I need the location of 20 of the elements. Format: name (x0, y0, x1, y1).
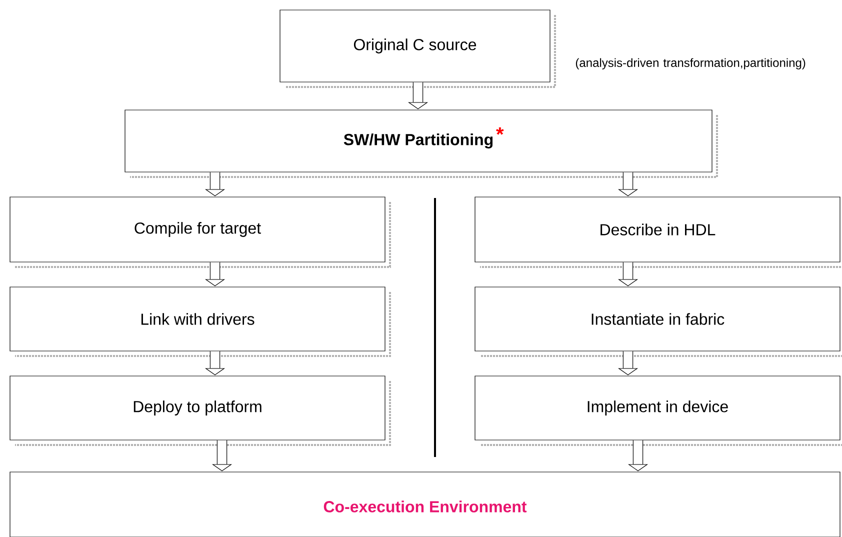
box-label: Implement in device (588, 400, 728, 416)
process-box (474, 286, 840, 352)
process-box (10, 376, 386, 440)
process-box (474, 376, 840, 440)
box-label: Original C source (354, 38, 476, 54)
box-label: Instantiate in fabric (592, 313, 724, 325)
box-label: Describe in HDL (600, 224, 716, 236)
process-box (124, 110, 712, 172)
process-box (10, 472, 840, 537)
box-label: Compile for target (134, 222, 261, 237)
process-box (280, 10, 550, 82)
box-label: Deploy to platform (134, 400, 262, 416)
process-box (10, 196, 386, 262)
process-box (474, 196, 840, 262)
box-label: SW/HW Partitioning (344, 134, 493, 148)
box-label: Link with drivers (141, 313, 254, 325)
box-label: Co-execution Environment (324, 500, 527, 512)
asterisk: * (496, 127, 504, 135)
process-box (10, 286, 386, 352)
note: (analysis-driven transformation,partitioning) (576, 58, 806, 70)
